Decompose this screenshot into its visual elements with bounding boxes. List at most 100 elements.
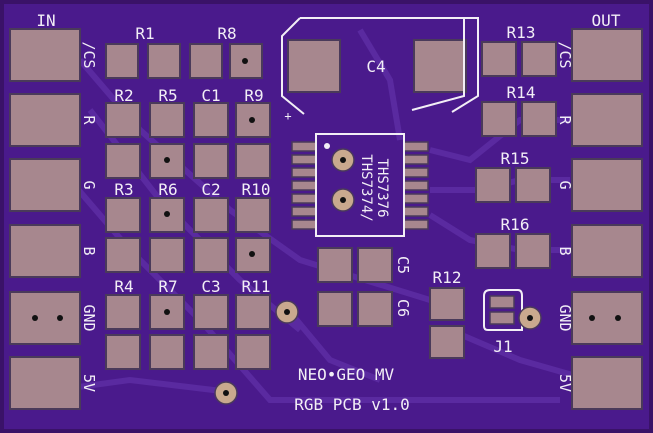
r4-pad-a xyxy=(105,294,141,330)
c4-pad-b xyxy=(413,39,467,93)
r10-pad-a xyxy=(235,197,271,233)
pad-out-cs xyxy=(571,28,643,82)
label-c6: C6 xyxy=(394,299,412,317)
r2-pad-b xyxy=(105,143,141,179)
right-pin-g: G xyxy=(556,180,574,189)
r12-pad-b xyxy=(429,325,465,359)
right-pin-b: B xyxy=(556,246,574,255)
left-pin-gnd: GND xyxy=(80,304,98,331)
label-out: OUT xyxy=(592,11,621,30)
r1-pad-b xyxy=(147,43,181,79)
label-c4: C4 xyxy=(366,57,385,76)
left-pin-r: R xyxy=(80,115,98,125)
label-c2: C2 xyxy=(201,180,220,199)
board-title: NEO•GEO MV xyxy=(298,365,395,384)
r4-pad-b xyxy=(105,334,141,370)
right-pin-r: R xyxy=(556,115,574,125)
label-r9: R9 xyxy=(244,86,263,105)
right-connector xyxy=(571,28,643,410)
c4-outline-edge xyxy=(451,17,479,113)
pad-in-gnd xyxy=(9,291,81,345)
label-r4: R4 xyxy=(114,277,133,296)
r7-pad-b xyxy=(149,334,185,370)
left-pin-b: B xyxy=(80,246,98,255)
ic-label-line1: THS7374/ xyxy=(358,154,374,221)
pad-out-b xyxy=(571,224,643,278)
pad-in-cs xyxy=(9,28,81,82)
pad-out-r xyxy=(571,93,643,147)
j1-jumper xyxy=(483,289,523,331)
silkscreen-labels: IN OUT R1 R8 C4 R13 R14 R15 R16 R2 R5 C1… xyxy=(36,11,620,414)
rotated-labels: C5 C6 THS7374/ THS7376 /CS R G B GND 5V … xyxy=(80,41,574,392)
r9-hole xyxy=(249,117,255,123)
r3-pad-a xyxy=(105,197,141,233)
r3-pad-b xyxy=(105,237,141,273)
pad-out-g xyxy=(571,158,643,212)
right-pin-gnd: GND xyxy=(556,304,574,331)
ic-body-outline xyxy=(315,133,405,237)
label-r11: R11 xyxy=(242,277,271,296)
pad-in-5v xyxy=(9,356,81,410)
r14-pad-b xyxy=(521,101,557,137)
c1-pad-b xyxy=(193,143,229,179)
r1-pad-a xyxy=(105,43,139,79)
r10-hole xyxy=(249,251,255,257)
r13-pad-a xyxy=(481,41,517,77)
label-c5: C5 xyxy=(394,256,412,274)
c1-pad-a xyxy=(193,102,229,138)
label-r14: R14 xyxy=(507,83,536,102)
r14-pad-a xyxy=(481,101,517,137)
r11-pad-b xyxy=(235,334,271,370)
label-r12: R12 xyxy=(433,268,462,287)
label-r10: R10 xyxy=(242,180,271,199)
r8-hole xyxy=(242,58,248,64)
c6-pad-b xyxy=(357,291,393,327)
pad-in-r xyxy=(9,93,81,147)
pad-in-b xyxy=(9,224,81,278)
label-r5: R5 xyxy=(158,86,177,105)
r6-pad-b xyxy=(149,237,185,273)
label-c3: C3 xyxy=(201,277,220,296)
label-r15: R15 xyxy=(501,149,530,168)
ic-pins-left xyxy=(291,141,317,230)
ic-u1 xyxy=(291,133,429,237)
pad-out-gnd xyxy=(571,291,643,345)
r6-hole xyxy=(164,211,170,217)
label-in: IN xyxy=(36,11,55,30)
right-pin-5v: 5V xyxy=(556,374,574,392)
r16-pad-b xyxy=(515,233,551,269)
c2-pad-a xyxy=(193,197,229,233)
left-connector xyxy=(9,28,81,410)
gnd-hole-4 xyxy=(615,315,621,321)
c3-pad-b xyxy=(193,334,229,370)
r15-pad-b xyxy=(515,167,551,203)
left-pin-cs: /CS xyxy=(80,41,98,68)
left-pin-g: G xyxy=(80,180,98,189)
c5-pad-b xyxy=(357,247,393,283)
pad-in-g xyxy=(9,158,81,212)
label-r1: R1 xyxy=(135,24,154,43)
right-pin-cs: /CS xyxy=(556,41,574,68)
r12-pad-a xyxy=(429,287,465,321)
label-j1: J1 xyxy=(493,337,512,356)
r13-pad-b xyxy=(521,41,557,77)
ic-pin1-dot xyxy=(324,143,330,149)
c6-pad-a xyxy=(317,291,353,327)
label-r13: R13 xyxy=(507,23,536,42)
label-r6: R6 xyxy=(158,180,177,199)
gnd-hole-1 xyxy=(32,315,38,321)
c4-outline-right xyxy=(300,17,465,111)
r8-pad-a xyxy=(189,43,223,79)
left-pin-5v: 5V xyxy=(80,374,98,392)
r11-pad-a xyxy=(235,294,271,330)
c2-pad-b xyxy=(193,237,229,273)
c4-outline-left xyxy=(281,17,305,115)
c4-pad-a xyxy=(287,39,341,93)
c5-pad-a xyxy=(317,247,353,283)
label-r3: R3 xyxy=(114,180,133,199)
label-r16: R16 xyxy=(501,215,530,234)
r5-pad-a xyxy=(149,102,185,138)
label-r8: R8 xyxy=(217,24,236,43)
